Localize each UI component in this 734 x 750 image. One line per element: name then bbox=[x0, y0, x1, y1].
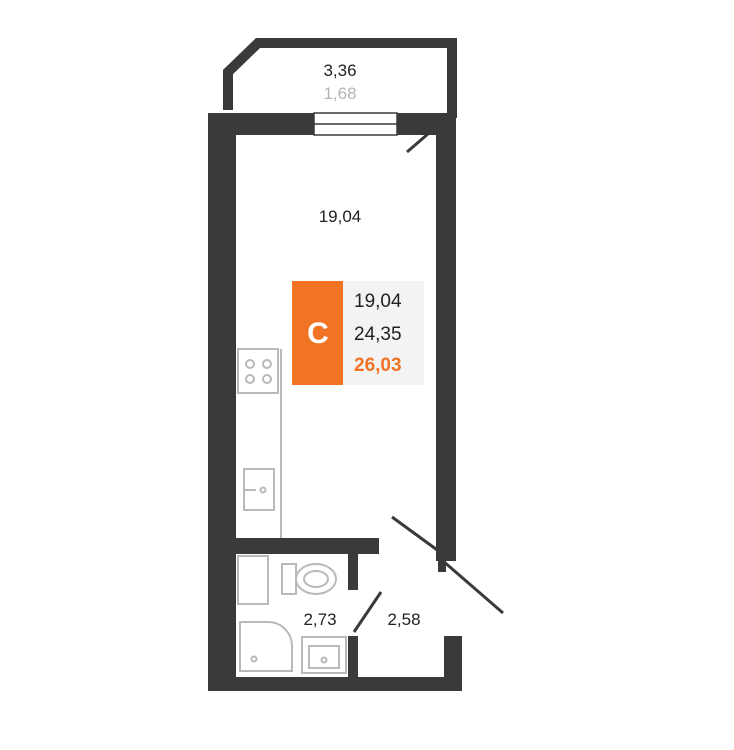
info-card-bg bbox=[343, 281, 424, 385]
living-area-value: 19,04 bbox=[354, 291, 402, 312]
bathroom-fixtures bbox=[237, 555, 347, 674]
window-top bbox=[313, 112, 398, 136]
balcony-railing bbox=[223, 38, 457, 118]
bathroom-door-leaf bbox=[352, 591, 383, 633]
wall-bath-top bbox=[236, 538, 379, 554]
balcony bbox=[223, 38, 457, 118]
wall-bottom bbox=[208, 677, 462, 691]
wall-right-upper bbox=[436, 113, 456, 561]
wall-bath-right-lower bbox=[348, 636, 358, 684]
walls bbox=[208, 113, 462, 691]
apartment-type-letter: С bbox=[307, 317, 329, 350]
wall-left bbox=[208, 113, 236, 691]
balcony-reduced-area-label: 1,68 bbox=[323, 84, 356, 103]
entrance-door-inner-leaf bbox=[391, 515, 441, 554]
apartment-info-card: С 19,04 24,35 26,03 bbox=[292, 281, 424, 385]
door-frame bbox=[438, 538, 446, 572]
bath-cabinet bbox=[237, 555, 269, 605]
living-room-area-label: 19,04 bbox=[319, 207, 362, 226]
kitchen-counter bbox=[237, 348, 282, 538]
apartment-type-badge bbox=[292, 281, 343, 385]
sink-tap bbox=[244, 486, 267, 494]
stove-burners bbox=[245, 359, 272, 384]
bathroom-area-label: 2,73 bbox=[303, 610, 336, 629]
wall-top-left bbox=[208, 113, 314, 135]
total-area-value: 24,35 bbox=[354, 324, 402, 345]
total-with-balcony-value: 26,03 bbox=[354, 355, 402, 376]
entrance-door-outer-leaf bbox=[442, 559, 504, 615]
toilet-icon bbox=[281, 563, 337, 595]
shower-tray-icon bbox=[239, 621, 293, 672]
wall-bath-right-upper bbox=[348, 554, 358, 590]
balcony-area-label: 3,36 bbox=[323, 61, 356, 80]
balcony-door-leaf bbox=[406, 119, 444, 154]
washbasin-icon bbox=[301, 636, 347, 674]
stove-icon bbox=[237, 348, 279, 394]
hallway-area-label: 2,58 bbox=[387, 610, 420, 629]
